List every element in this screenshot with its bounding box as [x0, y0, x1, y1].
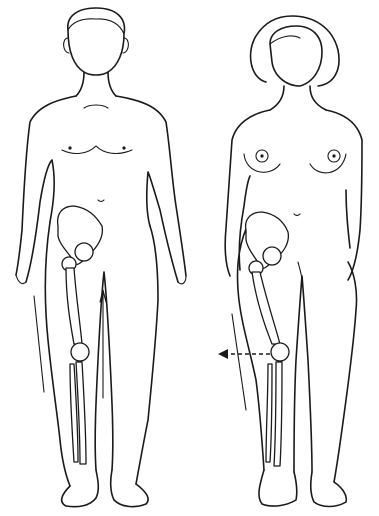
female-right-hip [334, 262, 357, 482]
male-right-nipple [122, 146, 125, 149]
male-left-guide-line [34, 296, 44, 392]
male-patella [71, 343, 89, 361]
male-right-leg-outer [136, 226, 158, 484]
female-navel [294, 214, 300, 216]
female-head [270, 26, 322, 86]
female-fibula [266, 364, 272, 462]
female-patella [271, 343, 289, 361]
male-neck-left [76, 72, 84, 96]
male-hip-socket [75, 243, 93, 261]
female-hair-parting [270, 36, 300, 44]
male-clavicle [84, 105, 108, 108]
female-neck-right [310, 86, 326, 110]
female-thigh-crease [298, 262, 302, 280]
male-chest [62, 146, 132, 153]
male-head [68, 8, 125, 75]
male-navel [98, 200, 104, 202]
female-figure [218, 16, 362, 507]
male-neck-right [108, 72, 116, 96]
male-hair [68, 19, 124, 34]
male-left-hand [16, 275, 26, 284]
female-right-arm-inner [346, 190, 350, 248]
female-neck-left [270, 86, 284, 110]
male-right-foot [111, 470, 148, 507]
female-right-side [326, 110, 362, 280]
female-inner-legs [294, 276, 312, 472]
female-femur [252, 272, 280, 344]
male-femur [66, 268, 82, 344]
female-right-nipple [332, 154, 335, 157]
female-left-foot [259, 470, 297, 506]
female-tibia [274, 362, 282, 466]
male-inner-legs [95, 272, 113, 470]
female-hip-socket [263, 247, 281, 265]
male-right-side [116, 96, 186, 276]
female-left-nipple [260, 154, 263, 157]
male-figure [16, 8, 186, 507]
male-left-nipple [68, 146, 71, 149]
male-right-hand [178, 276, 186, 284]
male-left-arm-inner [26, 160, 54, 282]
knee-direction-arrow-head [218, 349, 228, 359]
female-right-foot [311, 472, 347, 507]
